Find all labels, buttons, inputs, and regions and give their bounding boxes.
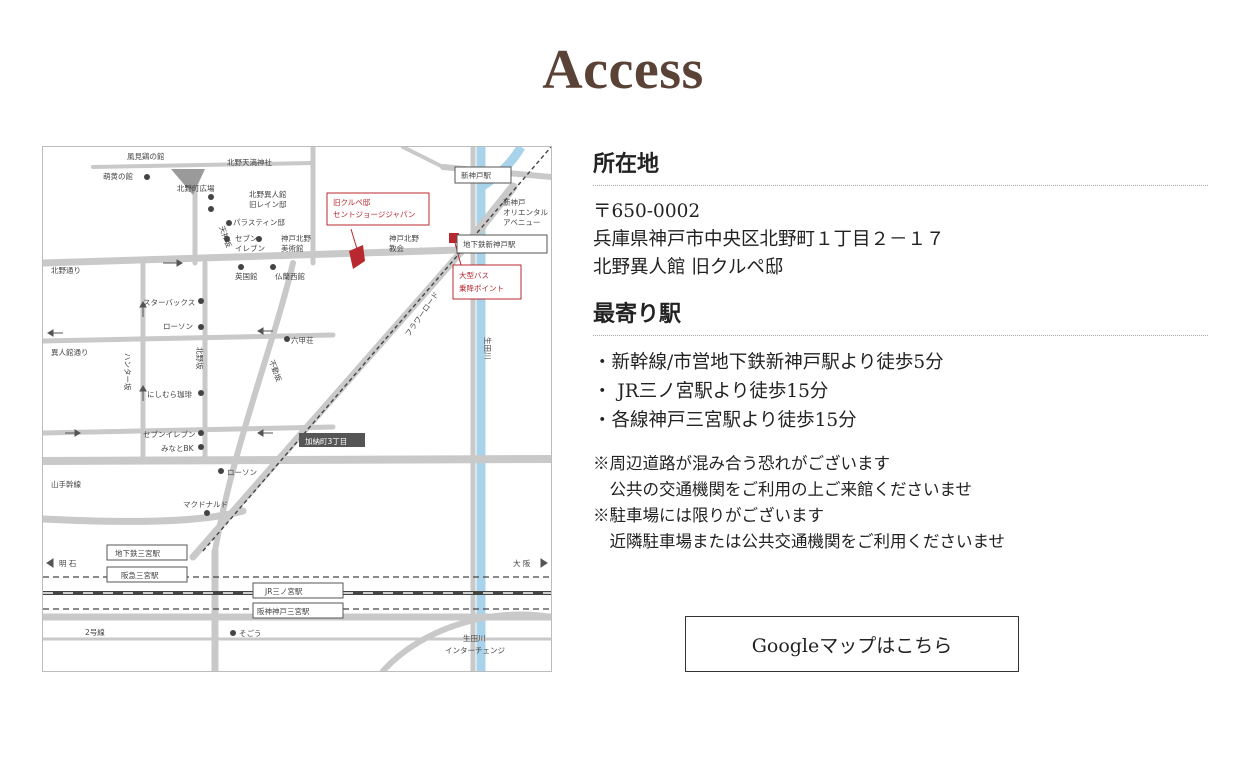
nearest-station-heading: 最寄り駅 bbox=[593, 301, 682, 327]
map-label-nishimura: にしむら珈琲 bbox=[147, 389, 192, 399]
map-label-kanocho: 加納町3丁目 bbox=[305, 436, 347, 446]
map-label-yamate: 山手幹線 bbox=[51, 479, 81, 489]
map-label-seven2: セブンイレブン bbox=[143, 429, 196, 439]
map-label-kitano-dori: 北野通り bbox=[51, 265, 81, 275]
map-label-jr: JR三ノ宮駅 bbox=[264, 586, 303, 596]
access-map: 風見鶏の館 萌黄の館 北野天満神社 北野町広場 北野異人館 旧レイン邸 パラステ… bbox=[42, 146, 552, 672]
page-title: Access bbox=[542, 39, 704, 101]
map-label-ikuta-ic1: 生田川 bbox=[463, 633, 486, 643]
address-line-1: 兵庫県神戸市中央区北野町１丁目２－１７ bbox=[593, 229, 945, 250]
map-label-osaka: 大 阪 bbox=[513, 558, 531, 568]
map-label-oriental3: アベニュー bbox=[503, 218, 540, 227]
note-line: 近隣駐車場または公共交通機関をご利用くださいませ bbox=[593, 532, 1006, 551]
map-label-sogo: そごう bbox=[239, 628, 262, 638]
map-label-moegi: 萌黄の館 bbox=[103, 171, 133, 181]
station-item: ・新幹線/市営地下鉄新神戸駅より徒歩5分 bbox=[593, 352, 944, 373]
map-label-kitano-zaka: 北野坂 bbox=[195, 347, 205, 370]
divider bbox=[593, 185, 1208, 186]
map-label-furansu: 仏蘭西館 bbox=[275, 271, 305, 281]
map-label-tenjinzaka: 天神坂 bbox=[217, 224, 234, 249]
map-label-subway-sannomiya: 地下鉄三宮駅 bbox=[115, 548, 160, 558]
map-label-route2: 2号線 bbox=[85, 627, 105, 637]
map-label-ikuta-river: 生田川 bbox=[483, 337, 493, 360]
map-label-fudozaka: 不動坂 bbox=[267, 358, 284, 383]
divider bbox=[593, 335, 1208, 336]
map-illustration: 風見鶏の館 萌黄の館 北野天満神社 北野町広場 北野異人館 旧レイン邸 パラステ… bbox=[43, 147, 551, 671]
map-label-bus2: 乗降ポイント bbox=[459, 283, 504, 293]
station-item: ・ JR三ノ宮駅より徒歩15分 bbox=[593, 381, 829, 402]
map-label-kobe-kitano: 神戸北野 bbox=[281, 233, 311, 243]
map-label-seven1: セブン bbox=[235, 233, 258, 243]
map-label-hunter: ハンター坂 bbox=[123, 353, 133, 391]
note-line: ※周辺道路が混み合う恐れがございます bbox=[593, 454, 890, 473]
map-label-kurupe1: 旧クルペ邸 bbox=[333, 198, 371, 207]
map-label-ikuta-ic2: インターチェンジ bbox=[445, 646, 505, 655]
map-label-rhine: 旧レイン邸 bbox=[249, 200, 287, 209]
map-label-starbucks: スターバックス bbox=[143, 298, 195, 307]
map-label-lawson1: ローソン bbox=[163, 322, 193, 331]
map-label-eleven1: イレブン bbox=[235, 243, 265, 253]
map-label-eikokukan: 英国館 bbox=[235, 271, 258, 281]
map-label-kitano-hiroba: 北野町広場 bbox=[177, 183, 215, 193]
map-label-church2: 教会 bbox=[389, 243, 404, 253]
google-maps-button[interactable]: Googleマップはこちら bbox=[685, 616, 1019, 672]
map-label-museum: 美術館 bbox=[281, 243, 304, 253]
station-item: ・各線神戸三宮駅より徒歩15分 bbox=[593, 410, 857, 431]
map-label-shinkobe: 新神戸駅 bbox=[461, 170, 491, 180]
map-label-akashi: 明 石 bbox=[59, 559, 77, 568]
address-line-2: 北野異人館 旧クルペ邸 bbox=[593, 257, 784, 278]
map-label-kurupe2: セントジョージジャパン bbox=[333, 210, 415, 219]
map-label-mcd: マクドナルド bbox=[183, 500, 228, 509]
map-label-palestine: パラスティン邸 bbox=[233, 218, 285, 227]
google-maps-button-label: Googleマップはこちら bbox=[751, 634, 953, 657]
map-label-subway-shinkobe: 地下鉄新神戸駅 bbox=[463, 239, 516, 249]
map-label-minato: みなとBK bbox=[161, 444, 195, 453]
map-label-church1: 神戸北野 bbox=[389, 233, 419, 243]
map-label-ijinkan-dori: 異人館通り bbox=[51, 347, 89, 357]
map-label-lawson2: ローソン bbox=[227, 468, 257, 477]
note-line: ※駐車場には限りがございます bbox=[593, 506, 824, 525]
notes: ※周辺道路が混み合う恐れがございます 公共の交通機関をご利用の上ご来館くださいま… bbox=[593, 451, 1208, 555]
map-label-rokkoso: 六甲荘 bbox=[291, 335, 314, 345]
map-label-hankyu: 阪急三宮駅 bbox=[121, 570, 159, 580]
note-line: 公共の交通機関をご利用の上ご来館くださいませ bbox=[593, 480, 973, 499]
map-label-ijinkan: 北野異人館 bbox=[249, 189, 287, 199]
postal-code: 〒650-0002 bbox=[593, 201, 701, 222]
map-label-kazamidori: 風見鶏の館 bbox=[127, 151, 165, 161]
map-label-tenmangu: 北野天満神社 bbox=[227, 157, 272, 167]
location-heading: 所在地 bbox=[593, 151, 660, 177]
access-info: 所在地 〒650-0002 兵庫県神戸市中央区北野町１丁目２－１７ 北野異人館 … bbox=[593, 148, 1208, 555]
map-label-oriental1: 新神戸 bbox=[503, 197, 526, 207]
map-label-bus1: 大型バス bbox=[459, 270, 489, 280]
map-label-oriental2: オリエンタル bbox=[503, 208, 548, 217]
map-label-hanshin: 阪神神戸三宮駅 bbox=[257, 606, 310, 616]
